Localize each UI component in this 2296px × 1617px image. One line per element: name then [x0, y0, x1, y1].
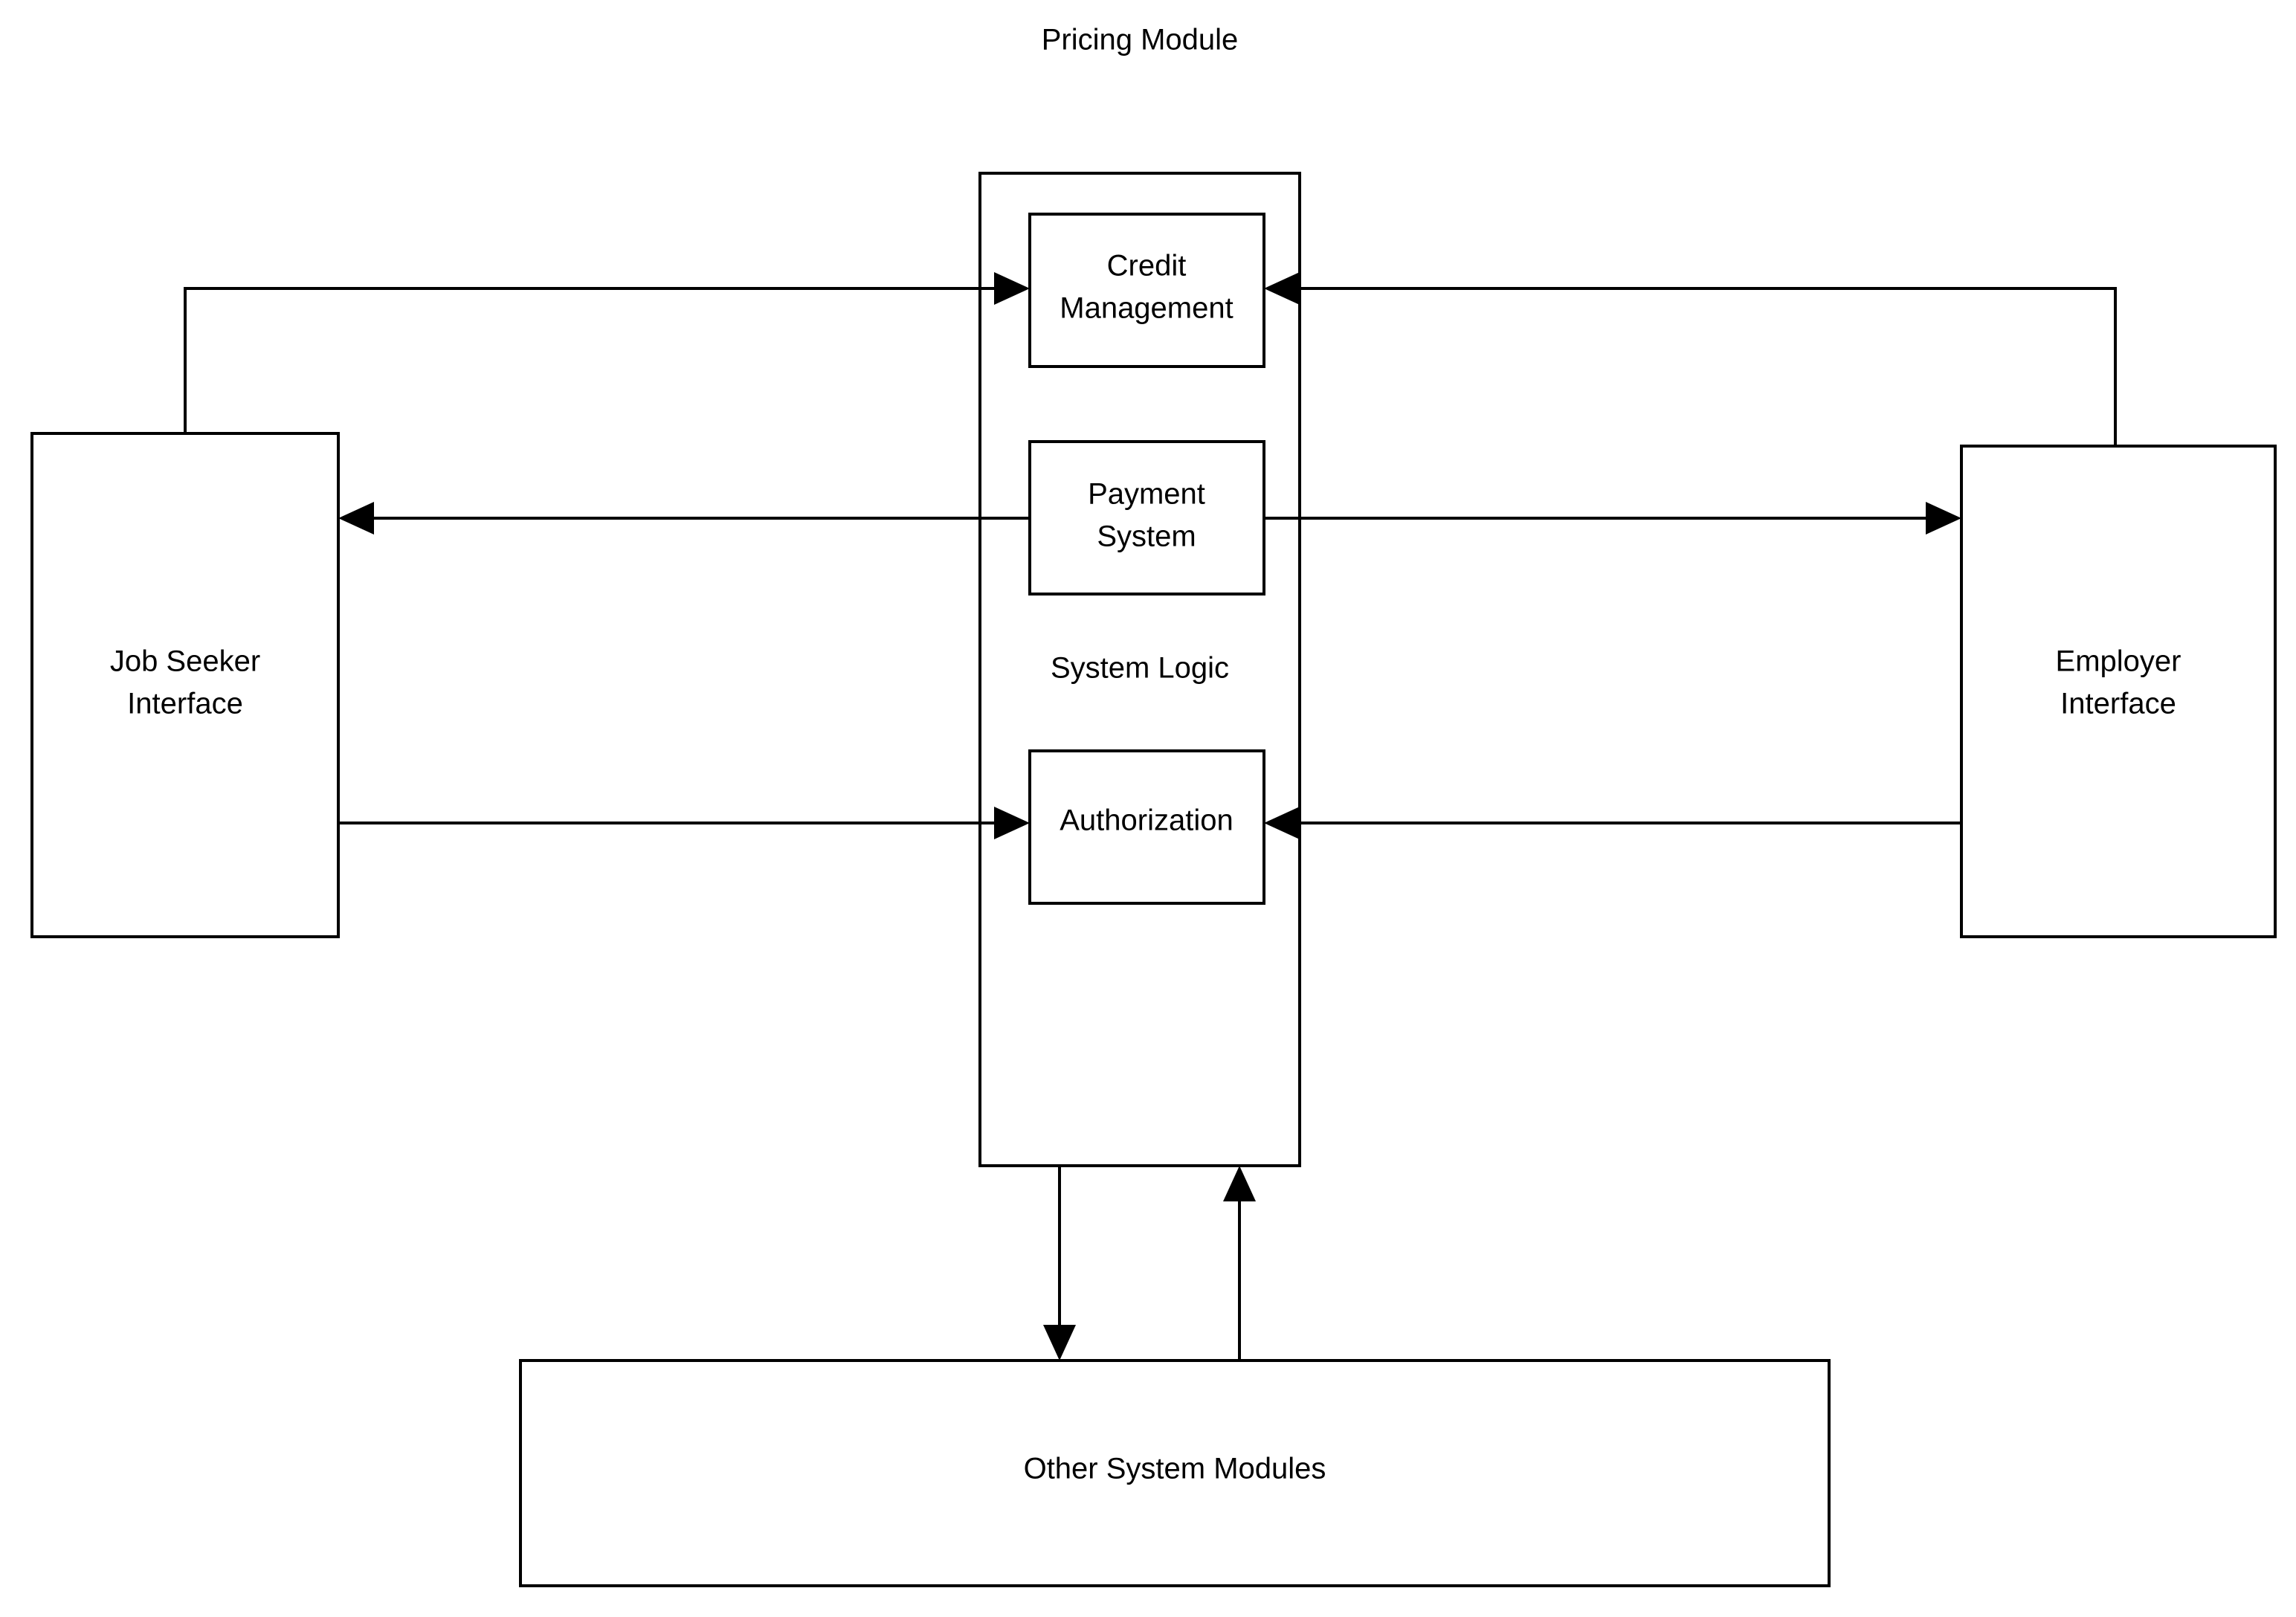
- authorization-rect: [1028, 749, 1265, 905]
- arrowhead-into-other-modules: [1043, 1325, 1076, 1361]
- edge-payment-to-employer: [1264, 502, 1961, 535]
- arrowhead-into-credit-right: [1264, 272, 1300, 305]
- other-system-modules-rect: [519, 1359, 1831, 1587]
- edge-employer-to-credit: [1264, 272, 2117, 446]
- credit-management-rect: [1028, 213, 1265, 368]
- payment-system-label-line1: Payment: [1088, 478, 1205, 511]
- node-employer-interface[interactable]: Employer Interface: [1960, 445, 2277, 938]
- node-other-system-modules[interactable]: Other System Modules: [519, 1359, 1831, 1587]
- node-payment-system[interactable]: Payment System: [1028, 440, 1265, 596]
- arrowhead-into-authorization-right: [1264, 807, 1300, 839]
- authorization-label: Authorization: [1060, 804, 1233, 837]
- payment-system-rect: [1028, 440, 1265, 596]
- employer-interface-label-line2: Interface: [2060, 688, 2176, 720]
- arrowhead-into-authorization-left: [994, 807, 1030, 839]
- job-seeker-interface-label-line1: Job Seeker: [110, 645, 260, 678]
- arrowhead-into-credit-left: [994, 272, 1030, 305]
- edge-other-to-systemlogic: [1223, 1166, 1256, 1361]
- system-logic-container[interactable]: System Logic: [978, 172, 1301, 1167]
- edge-jobseeker-to-credit: [184, 272, 1030, 433]
- credit-management-label-line1: Credit: [1107, 250, 1187, 283]
- arrowhead-into-system-logic: [1223, 1166, 1256, 1201]
- job-seeker-interface-rect: [30, 432, 340, 938]
- job-seeker-interface-label-line2: Interface: [127, 688, 243, 720]
- payment-system-label-line2: System: [1097, 520, 1196, 553]
- edge-line-jobseeker-credit: [184, 287, 1019, 433]
- system-logic-label: System Logic: [1051, 652, 1229, 685]
- arrowhead-into-jobseeker: [338, 502, 374, 535]
- node-job-seeker-interface[interactable]: Job Seeker Interface: [30, 432, 340, 938]
- employer-interface-label-line1: Employer: [2056, 645, 2181, 678]
- credit-management-label-line2: Management: [1060, 292, 1233, 325]
- node-credit-management[interactable]: Credit Management: [1028, 213, 1265, 368]
- edge-line-employer-credit: [1275, 287, 2117, 446]
- employer-interface-rect: [1960, 445, 2277, 938]
- arrowhead-into-employer: [1926, 502, 1961, 535]
- edge-payment-to-jobseeker: [338, 502, 1030, 535]
- edge-systemlogic-to-other: [1043, 1166, 1076, 1361]
- system-logic-container-rect: [978, 172, 1301, 1167]
- other-system-modules-label: Other System Modules: [1024, 1453, 1326, 1485]
- edge-jobseeker-to-authorization: [338, 807, 1030, 839]
- node-authorization[interactable]: Authorization: [1028, 749, 1265, 905]
- page-title: Pricing Module: [1042, 24, 1239, 57]
- edge-employer-to-authorization: [1264, 807, 1961, 839]
